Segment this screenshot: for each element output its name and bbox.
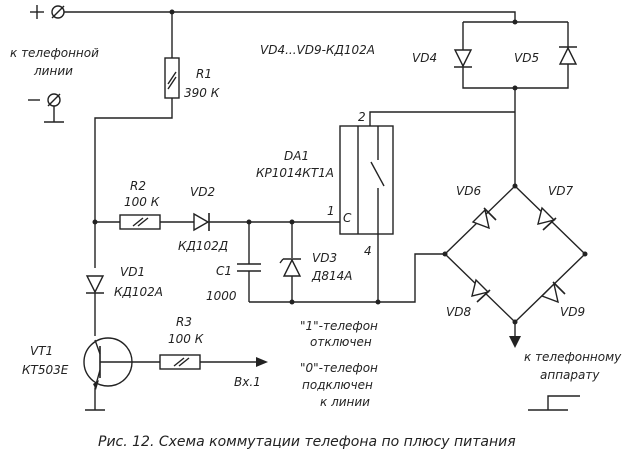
vd7-name: VD7 xyxy=(548,184,573,198)
note-off-1: "1"-телефон xyxy=(300,319,378,333)
r2-name: R2 xyxy=(130,179,146,193)
da1-type: КР1014КТ1А xyxy=(256,166,334,180)
vd1-name: VD1 xyxy=(120,265,145,279)
vd3-zener-diode xyxy=(279,258,302,277)
r1-value: 390 К xyxy=(184,86,220,100)
vd3-type: Д814А xyxy=(311,269,353,283)
vd1-type: КД102А xyxy=(114,285,163,299)
phone-label-1: к телефонному xyxy=(524,350,622,364)
c1-capacitor xyxy=(237,263,261,272)
vd6-diode xyxy=(471,207,497,230)
bridge-rectifier xyxy=(444,185,586,323)
figure-caption: Рис. 12. Схема коммутации телефона по пл… xyxy=(98,434,516,450)
vt1-name: VT1 xyxy=(30,344,53,358)
phone-output-arrow xyxy=(509,322,521,348)
diodes-note: VD4...VD9-КД102А xyxy=(260,43,375,57)
note-on-1: "0"-телефон xyxy=(300,361,378,375)
vd9-name: VD9 xyxy=(560,305,585,319)
plus-terminal xyxy=(30,5,65,19)
da1-pin-1: 1 xyxy=(327,204,335,218)
da1-pin-4: 4 xyxy=(364,244,372,258)
da1-relay xyxy=(339,125,394,235)
vd5-diode xyxy=(558,46,578,65)
r3-resistor xyxy=(159,354,201,370)
vd3-name: VD3 xyxy=(312,251,337,265)
line-label-1: к телефонной xyxy=(10,46,99,60)
r2-value: 100 К xyxy=(124,195,160,209)
r3-value: 100 К xyxy=(168,332,204,346)
note-off-2: отключен xyxy=(310,335,372,349)
note-on-3: к линии xyxy=(320,395,370,409)
vd4-name: VD4 xyxy=(412,51,437,65)
r1-resistor xyxy=(164,57,180,99)
vd8-diode xyxy=(471,278,491,303)
da1-pin-2: 2 xyxy=(358,110,366,124)
vd8-name: VD8 xyxy=(446,305,471,319)
vd2-diode xyxy=(193,212,210,232)
r3-name: R3 xyxy=(176,315,192,329)
vd2-type: КД102Д xyxy=(178,239,228,253)
r1-name: R1 xyxy=(196,67,212,81)
da1-name: DA1 xyxy=(284,149,309,163)
r2-resistor xyxy=(119,214,161,230)
vd7-diode xyxy=(537,206,557,231)
line-label-2: линии xyxy=(33,64,73,78)
phone-ground xyxy=(528,395,580,411)
da1-pin-c: C xyxy=(343,211,352,225)
vt1-transistor xyxy=(83,337,160,390)
c1-value: 1000 xyxy=(206,289,237,303)
input-arrow xyxy=(200,357,268,367)
vd5-name: VD5 xyxy=(514,51,539,65)
minus-terminal xyxy=(28,93,64,123)
vd2-name: VD2 xyxy=(190,185,215,199)
vt1-ground xyxy=(85,388,105,411)
vd4-diode xyxy=(453,49,473,68)
phone-label-2: аппарату xyxy=(540,368,600,382)
input-label: Вх.1 xyxy=(234,375,261,389)
c1-name: C1 xyxy=(216,264,232,278)
vd6-name: VD6 xyxy=(456,184,481,198)
vt1-type: КТ503Е xyxy=(22,363,69,377)
note-on-2: подключен xyxy=(302,378,373,392)
top-rail-wire xyxy=(64,11,516,22)
vd9-diode xyxy=(540,281,566,304)
vd1-diode xyxy=(85,275,105,294)
